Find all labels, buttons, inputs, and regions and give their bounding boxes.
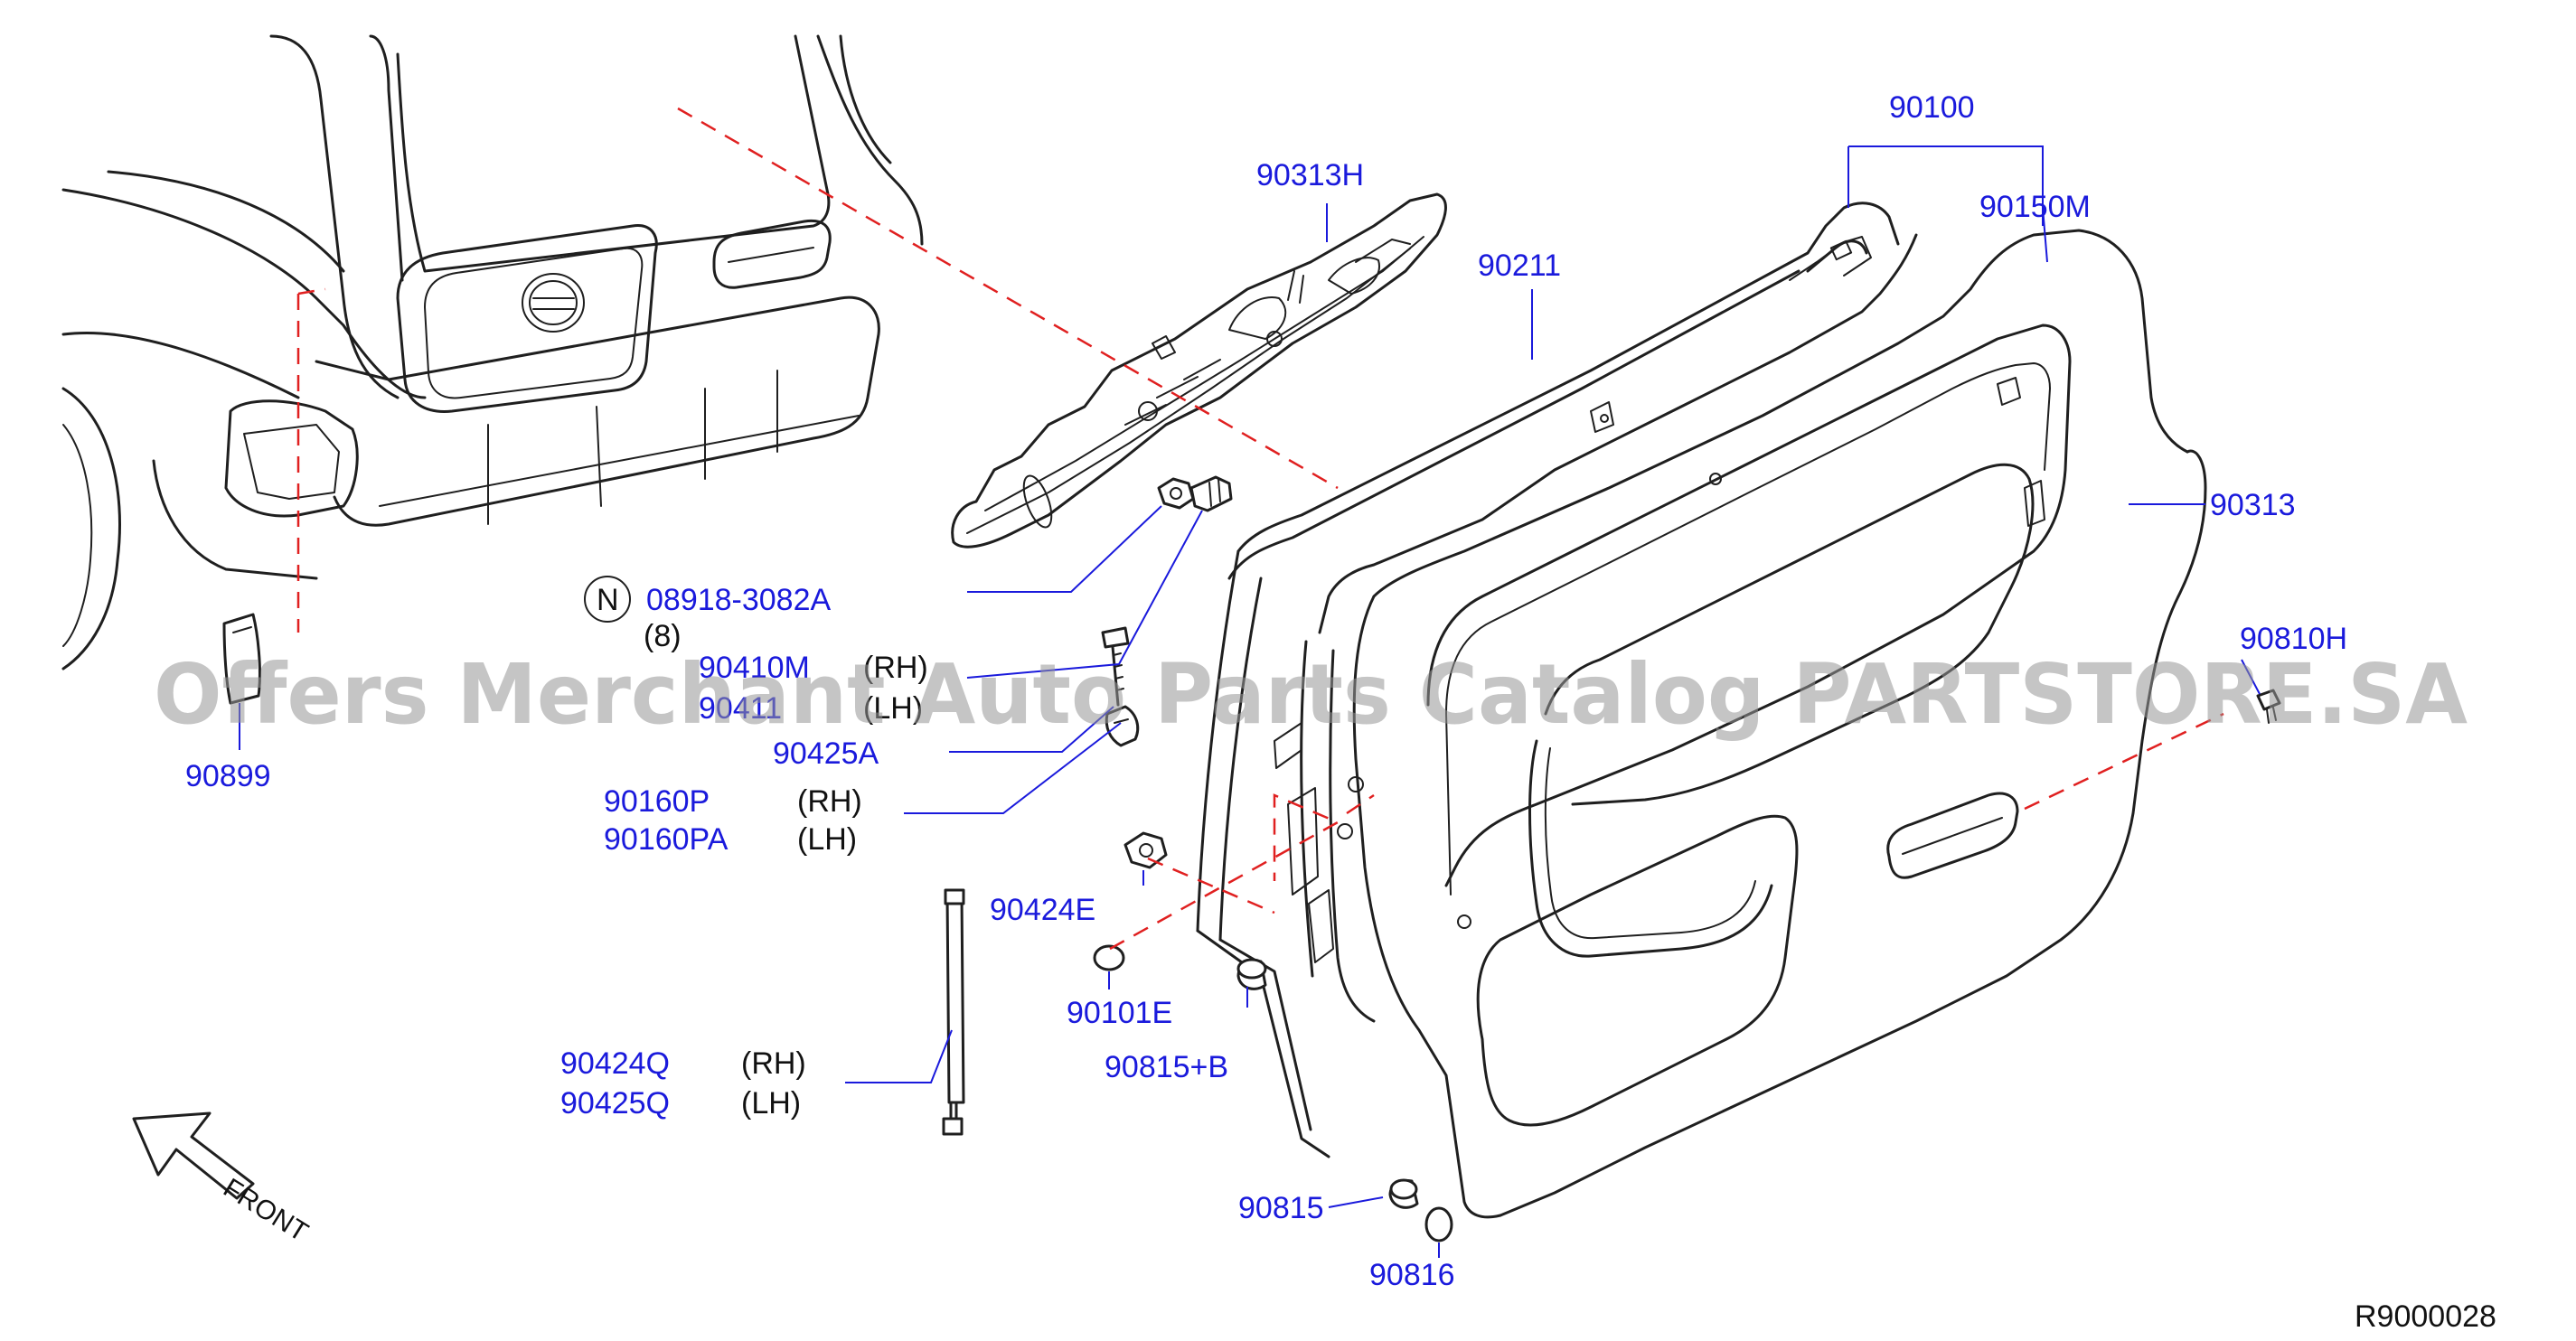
label-90424q[interactable]: 90424Q	[560, 1046, 670, 1081]
upper-trim-panel	[951, 192, 1447, 549]
front-label: FRONT	[218, 1173, 313, 1248]
small-parts	[942, 475, 2281, 1243]
label-90313[interactable]: 90313	[2210, 488, 2296, 522]
label-90425q[interactable]: 90425Q	[560, 1086, 670, 1121]
label-90425q-side: (LH)	[741, 1086, 801, 1121]
leader-lines	[239, 145, 2261, 1258]
label-90411-side: (LH)	[863, 691, 923, 726]
part-labels: 90100 90150M 90313H 90211 90313 90810H N…	[185, 90, 2496, 1334]
vehicle-rear-illustration	[61, 34, 924, 705]
label-90160p-side: (RH)	[797, 784, 862, 819]
label-90425a[interactable]: 90425A	[773, 736, 879, 771]
label-90101e[interactable]: 90101E	[1067, 996, 1172, 1030]
label-90160p[interactable]: 90160P	[604, 784, 710, 819]
label-90424q-side: (RH)	[741, 1046, 806, 1081]
label-08918-3082a[interactable]: 08918-3082A	[646, 583, 832, 617]
label-90410m[interactable]: 90410M	[699, 651, 810, 685]
label-90160pa[interactable]: 90160PA	[604, 822, 729, 857]
label-90411[interactable]: 90411	[699, 691, 782, 726]
label-90816[interactable]: 90816	[1369, 1258, 1455, 1292]
label-90815-b[interactable]: 90815+B	[1105, 1050, 1228, 1084]
note-symbol: N	[597, 583, 619, 617]
label-90150m[interactable]: 90150M	[1979, 190, 2091, 224]
front-direction-arrow: FRONT	[132, 1111, 313, 1248]
alignment-lines	[296, 107, 2224, 951]
label-90313h[interactable]: 90313H	[1256, 158, 1364, 192]
label-90100[interactable]: 90100	[1889, 90, 1975, 125]
label-90899[interactable]: 90899	[185, 759, 271, 793]
label-qty-8: (8)	[644, 619, 682, 653]
label-90815[interactable]: 90815	[1238, 1191, 1324, 1225]
back-door-assembly	[1196, 202, 2207, 1219]
label-90424e[interactable]: 90424E	[990, 893, 1095, 927]
label-90211[interactable]: 90211	[1478, 249, 1561, 283]
label-90160pa-side: (LH)	[797, 822, 857, 857]
label-90410m-side: (RH)	[863, 651, 928, 685]
diagram-code: R9000028	[2355, 1299, 2496, 1334]
label-90810h[interactable]: 90810H	[2240, 622, 2347, 656]
note-symbol-circle	[584, 576, 631, 623]
watermark-text: Offers Merchant Auto Parts Catalog PARTS…	[154, 646, 2468, 743]
